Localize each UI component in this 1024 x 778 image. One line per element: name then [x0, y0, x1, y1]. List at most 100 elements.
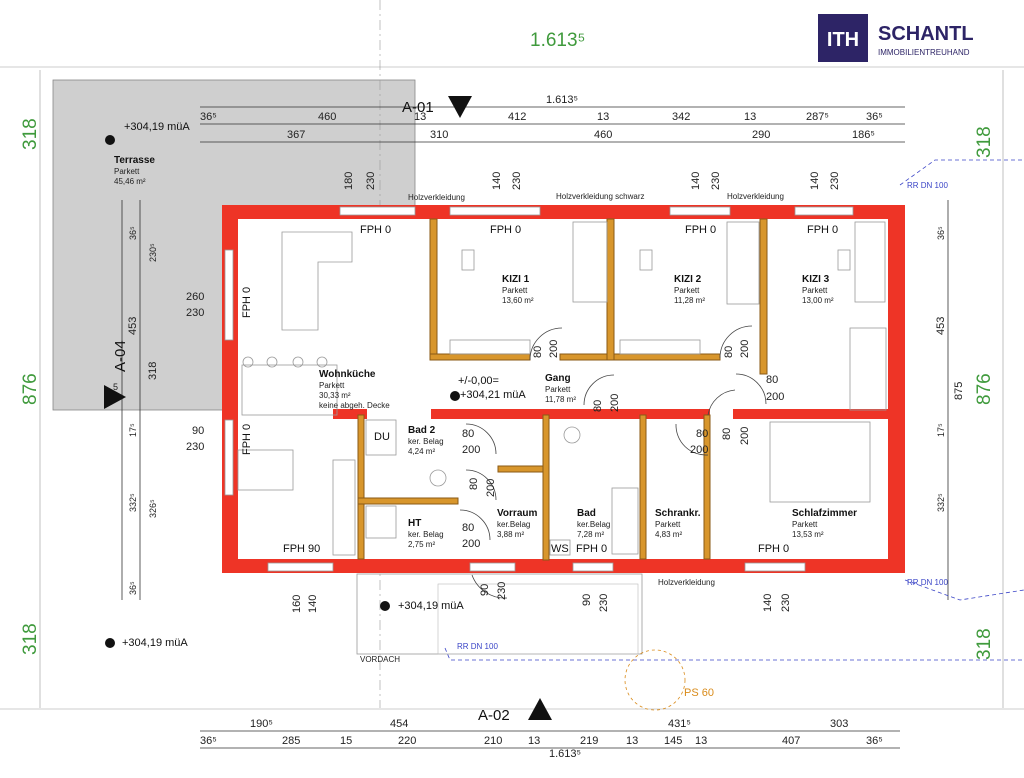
dim-value: 230⁵: [148, 243, 158, 262]
room-bad: Bad ker.Belag 7,28 m²: [577, 508, 610, 539]
room-name: Gang: [545, 373, 571, 384]
room-name: Schrankr.: [655, 508, 701, 519]
overall-left-top: 318: [20, 118, 41, 150]
room-area: 13,53 m²: [792, 530, 824, 539]
dim-value: 200: [462, 538, 480, 550]
room-area: 13,60 m²: [502, 296, 534, 305]
fph-label: FPH 0: [576, 543, 607, 555]
overall-right-top: 318: [974, 126, 995, 158]
overall-left-mid: 876: [20, 373, 41, 405]
dim-value: 290: [752, 129, 770, 141]
room-note: keine abgeh. Decke: [319, 401, 390, 410]
dim-value: 80: [468, 478, 480, 490]
dim-value: 453: [935, 317, 947, 335]
overall-top-width: 1.613⁵: [530, 30, 585, 51]
room-kizi2: KIZI 2 Parkett 11,28 m²: [674, 274, 705, 305]
section-a02-label: A-02: [478, 707, 510, 724]
dim-value: 407: [782, 735, 800, 747]
dim-value: 186⁵: [852, 129, 875, 141]
dim-value: 875: [953, 382, 965, 400]
room-name: Schlafzimmer: [792, 508, 857, 519]
dim-value: 230: [186, 307, 204, 319]
dim-value: 140: [762, 594, 774, 612]
furniture: [237, 221, 887, 556]
dim-value: 13: [597, 111, 609, 123]
room-floor: ker. Belag: [408, 437, 444, 446]
dim-value: 80: [766, 374, 778, 386]
dim-value: 454: [390, 718, 408, 730]
ps-circle: [624, 649, 686, 711]
dim-value: 36⁵: [128, 226, 138, 240]
fph-label: FPH 90: [283, 543, 320, 555]
gutter-line-bottom: [444, 647, 1024, 661]
dim-value: 200: [766, 391, 784, 403]
dim-value: 230: [598, 594, 610, 612]
overall-right-bottom: 318: [974, 628, 995, 660]
dim-value: 326⁵: [148, 499, 158, 518]
interior-walls: [357, 218, 768, 561]
dim-value: 15: [340, 735, 352, 747]
level-zero: +/-0,00=: [458, 375, 499, 387]
room-gang: Gang Parkett 11,78 m²: [545, 373, 576, 404]
house-floor: [222, 205, 905, 573]
room-name: Vorraum: [497, 508, 537, 519]
dim-value: 80: [462, 428, 474, 440]
dim-value: 200: [462, 444, 480, 456]
fph-label: FPH 0: [758, 543, 789, 555]
fph-label: FPH 0: [807, 224, 838, 236]
dim-value: 219: [580, 735, 598, 747]
room-area: 2,75 m²: [408, 540, 435, 549]
room-area: 45,46 m²: [114, 177, 146, 186]
dim-value: 230: [496, 582, 508, 600]
dim-value: 140: [491, 172, 503, 190]
bottom-dims-row1: 190⁵ 454 431⁵ 303: [250, 718, 848, 730]
dim-value: 431⁵: [668, 718, 691, 730]
top-dims-row2: 367 310 460 290 186⁵: [287, 129, 875, 141]
room-kizi1: KIZI 1 Parkett 13,60 m²: [502, 274, 534, 305]
section-a01-arrow: [448, 96, 472, 118]
rr-dn-label-right: RR DN 100: [907, 578, 948, 587]
room-name: Bad: [577, 508, 596, 519]
room-schrankraum: Schrankr. Parkett 4,83 m²: [655, 508, 701, 539]
room-area: 4,83 m²: [655, 530, 682, 539]
dim-value: 13: [744, 111, 756, 123]
fph-label: FPH 0: [241, 424, 253, 455]
room-floor: Parkett: [674, 286, 700, 295]
dim-value: 318: [147, 362, 159, 380]
room-floor: ker.Belag: [497, 520, 530, 529]
room-area: 3,88 m²: [497, 530, 524, 539]
holz-label-3: Holzverkleidung: [727, 192, 784, 201]
dim-value: 200: [609, 394, 621, 412]
opening-dims-bottom: 160 140 90 230 90 230 140 230: [291, 582, 792, 613]
dim-value: 260: [186, 291, 204, 303]
dim-value: 90: [192, 425, 204, 437]
dim-value: 90: [581, 594, 593, 606]
du-label: DU: [374, 431, 390, 443]
windows: [224, 206, 854, 572]
dim-value: 90: [479, 584, 491, 596]
bottom-dims-row2: 36⁵ 285 15 220 210 13 219 13 145 13 407 …: [200, 735, 883, 747]
level-markers: [105, 135, 460, 648]
dim-value: 230: [186, 441, 204, 453]
logo-box: [818, 14, 868, 62]
section-a02-arrow: [528, 698, 552, 720]
room-floor: Parkett: [502, 286, 528, 295]
dim-value: 190⁵: [250, 718, 273, 730]
ws-label: WS: [551, 543, 569, 555]
dim-value: 230: [829, 172, 841, 190]
room-area: 11,28 m²: [674, 296, 705, 305]
dim-value: 220: [398, 735, 416, 747]
dim-value: 145: [664, 735, 682, 747]
dim-value: 13: [695, 735, 707, 747]
bottom-dim-total: 1.613⁵: [549, 748, 581, 760]
gutter-line-right: [904, 579, 1024, 601]
dim-value: 310: [430, 129, 448, 141]
dim-value: 160: [291, 595, 303, 613]
logo-name: SCHANTL: [878, 23, 974, 45]
entrance-step: [437, 583, 639, 655]
door-dims: 80 200 80 200 80 200 80 200 80 200 80 20…: [462, 340, 784, 550]
overall-left-bottom: 318: [20, 623, 41, 655]
dim-value: 140: [307, 595, 319, 613]
dim-value: 367: [287, 129, 305, 141]
dim-value: 460: [594, 129, 612, 141]
